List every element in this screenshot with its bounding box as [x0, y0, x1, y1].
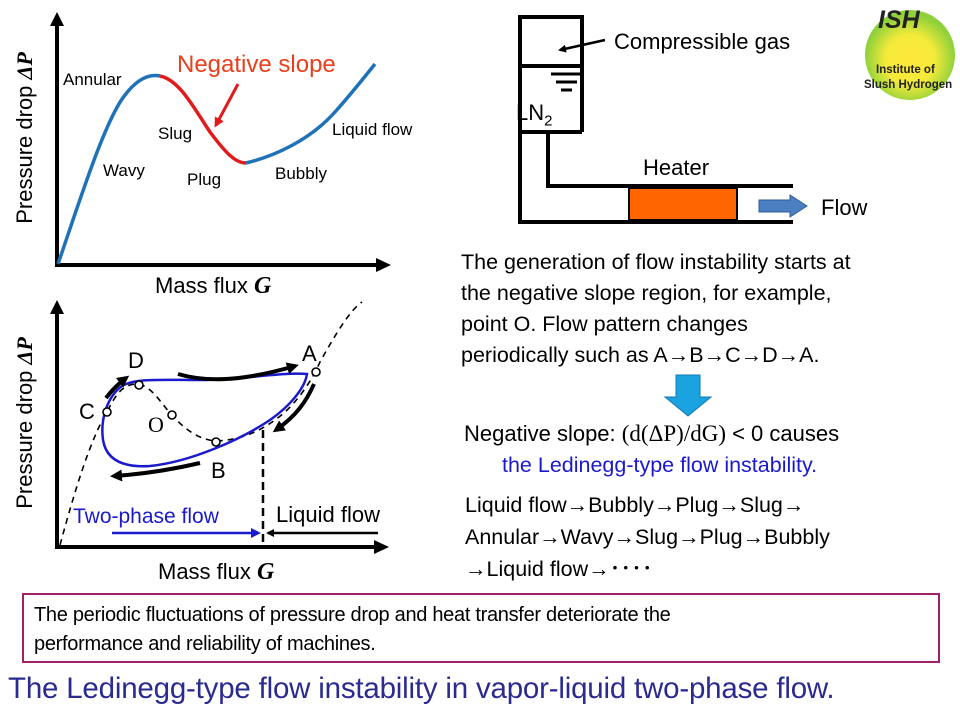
point-c-marker [102, 407, 112, 417]
label-wavy: Wavy [103, 161, 145, 180]
label-bubbly: Bubbly [275, 164, 327, 183]
bottom-x-axis-label: Mass flux G [158, 559, 275, 585]
gas-pointer-arrow [558, 38, 606, 53]
top-x-axis-label: Mass flux G [155, 273, 272, 299]
limit-cycle-loop [101, 372, 309, 468]
point-c-label: C [79, 399, 95, 424]
heater-block [628, 187, 738, 221]
top-curve-rising [56, 73, 161, 265]
top-y-axis-label: Pressure drop ΔP [12, 52, 37, 224]
sequence-line: →Liquid flow→････ [465, 557, 653, 581]
arrow-d-to-a [177, 362, 299, 382]
down-arrow-icon [663, 374, 713, 417]
logo-line2: Slush Hydrogen [864, 79, 953, 91]
slide-title: The Ledinegg-type flow instability in va… [8, 672, 835, 705]
condition-line: Negative slope: (d(ΔP)/dG) < 0 causes [464, 421, 840, 446]
ln2-label: LN2 [516, 100, 553, 130]
bottom-chart-axes [50, 300, 389, 554]
point-o-marker [167, 410, 177, 420]
arrow-a-to-b [272, 383, 316, 433]
note-line1: The periodic fluctuations of pressure dr… [34, 604, 671, 626]
point-a-label: A [302, 341, 317, 366]
description-line: periodically such as A→B→C→D→A. [461, 343, 820, 367]
label-slug: Slug [158, 124, 193, 143]
description-line: The generation of flow instability start… [461, 250, 851, 274]
label-liquid-flow: Liquid flow [332, 120, 413, 139]
bottom-y-axis-label: Pressure drop ΔP [12, 337, 37, 509]
flow-label: Flow [821, 195, 868, 220]
description-block: The generation of flow instability start… [461, 247, 851, 371]
flow-arrow-icon [758, 194, 808, 218]
point-b-marker [211, 437, 221, 447]
label-plug: Plug [187, 170, 222, 189]
logo-line1: Institute of [876, 64, 935, 76]
description-line: the negative slope region, for example, [461, 281, 832, 305]
two-phase-flow-label: Two-phase flow [73, 505, 219, 528]
negative-slope-pointer [214, 83, 240, 128]
apparatus-diagram [518, 15, 793, 224]
point-d-label: D [128, 348, 144, 373]
sequence-block: Liquid flow→Bubbly→Plug→Slug→ Annular→Wa… [465, 489, 830, 585]
tank [518, 15, 584, 132]
point-b-label: B [211, 458, 226, 483]
top-curve-negative-slope [159, 74, 247, 165]
point-o-label: O [148, 412, 164, 437]
condition-line2: the Ledinegg-type flow instability. [502, 453, 818, 477]
negative-slope-label: Negative slope [177, 51, 336, 78]
logo-circle [865, 10, 955, 100]
point-d-marker [134, 380, 144, 390]
description-line: point O. Flow pattern changes [461, 312, 748, 336]
sequence-line: Liquid flow→Bubbly→Plug→Slug→ [465, 493, 805, 517]
point-a-marker [311, 367, 321, 377]
liquid-flow-region-label: Liquid flow [276, 502, 380, 527]
note-line2: performance and reliability of machines. [34, 633, 376, 655]
note-box: The periodic fluctuations of pressure dr… [22, 593, 940, 663]
arrow-b-to-c [110, 461, 201, 482]
point-markers [102, 367, 321, 447]
top-chart-axes [50, 12, 391, 272]
sequence-line: Annular→Wavy→Slug→Plug→Bubbly [465, 525, 830, 549]
arrow-c-to-d [104, 375, 130, 400]
logo-abbr: ISH [878, 6, 920, 34]
compressible-gas-label: Compressible gas [614, 29, 791, 54]
label-annular: Annular [63, 70, 122, 89]
top-curve-liquid [245, 62, 377, 165]
heater-label: Heater [643, 155, 710, 180]
